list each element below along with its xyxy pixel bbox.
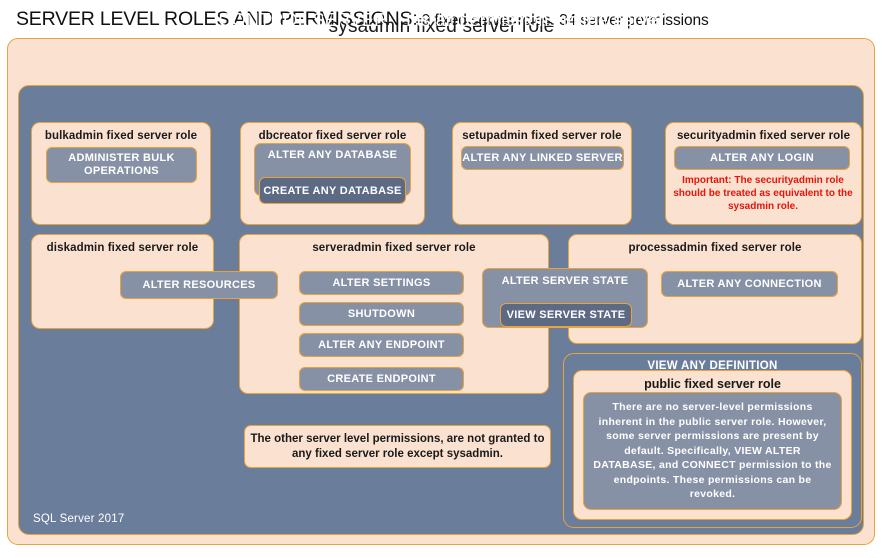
role-title-processadmin: processadmin fixed server role [628,242,802,254]
permission-administer-bulk-operations: ADMINISTER BULK OPERATIONS [46,147,197,183]
page-title: SERVER LEVEL ROLES AND PERMISSIONS: 9 fi… [16,8,866,36]
permission-create-any-database: CREATE ANY DATABASE [259,177,406,204]
page-title-rest: 9 fixed server roles, 34 server permissi… [417,12,709,29]
public-role-note-container: There are no server-level permissions in… [583,392,842,510]
role-title-securityadmin: securityadmin fixed server role [676,130,851,142]
other-permissions-note: The other server level permissions, are … [244,425,551,468]
page-title-strong: SERVER LEVEL ROLES AND PERMISSIONS: [16,8,418,30]
permission-alter-any-endpoint: ALTER ANY ENDPOINT [299,333,464,357]
control-server-label: CONTROL SERVER: Has all permissions in t… [218,10,665,30]
permission-alter-any-connection: ALTER ANY CONNECTION [661,271,838,297]
role-title-dbcreator: dbcreator fixed server role [258,130,407,142]
role-box-securityadmin: securityadmin fixed server role [665,122,862,225]
permission-alter-any-linked-server: ALTER ANY LINKED SERVER [461,146,624,170]
securityadmin-warning-note: Important: The securityadmin role should… [673,175,853,212]
permission-alter-resources: ALTER RESOURCES [120,271,278,299]
permission-view-server-state: VIEW SERVER STATE [500,303,632,327]
role-title-setupadmin: setupadmin fixed server role [462,130,622,142]
role-box-setupadmin: setupadmin fixed server role [452,122,632,225]
permission-alter-settings: ALTER SETTINGS [299,271,464,295]
role-title-diskadmin: diskadmin fixed server role [46,242,199,254]
public-role-note-text: There are no server-level permissions in… [593,401,832,501]
version-label: SQL Server 2017 [33,513,125,525]
role-title-public: public fixed server role [644,377,781,391]
role-title-serveradmin: serveradmin fixed server role [312,242,476,254]
permission-create-endpoint: CREATE ENDPOINT [299,367,464,391]
permission-alter-any-login: ALTER ANY LOGIN [674,146,850,170]
permission-shutdown: SHUTDOWN [299,302,464,326]
role-title-bulkadmin: bulkadmin fixed server role [44,130,198,142]
permission-view-any-definition-label: VIEW ANY DEFINITION [647,360,778,372]
sysadmin-role-label: sysadmin fixed server role [328,16,555,37]
